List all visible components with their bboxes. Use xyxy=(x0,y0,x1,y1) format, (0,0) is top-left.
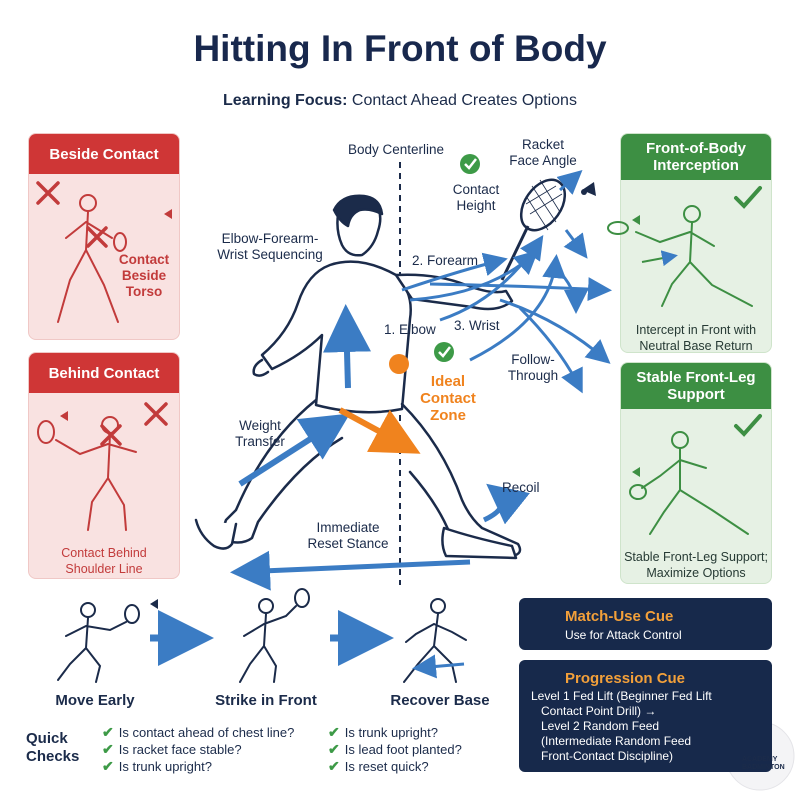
behind-contact-caption: Contact Behind Shoulder Line xyxy=(61,546,147,576)
check-icon: ✔ xyxy=(102,724,114,740)
beside-contact-figure xyxy=(57,194,127,323)
behind-contact-panel: Behind Contact Contact Behind Shoulder L… xyxy=(28,352,180,579)
motion-arrows xyxy=(401,170,612,394)
support-figure xyxy=(629,431,749,535)
check-icon: ✔ xyxy=(102,758,114,774)
check-icon: ✔ xyxy=(328,758,340,774)
sequencing-label: Elbow-Forearm-Wrist Sequencing xyxy=(217,231,323,262)
support-check-icon xyxy=(734,414,762,437)
strike-in-front-figure xyxy=(239,588,310,683)
contact-point-dot xyxy=(389,354,409,374)
follow-through-label: Follow-Through xyxy=(507,352,559,383)
forearm-label: 2. Forearm xyxy=(412,253,479,268)
recoil-arrow xyxy=(482,483,530,525)
reset-arrow xyxy=(230,550,471,591)
weight-transfer-arrow xyxy=(238,413,351,487)
step-recover-base: Recover Base xyxy=(390,692,490,709)
quick-check-item: ✔Is trunk upright? xyxy=(328,724,438,740)
match-use-cue-text: Use for Attack Control xyxy=(565,628,682,642)
wrist-label: 3. Wrist xyxy=(454,318,500,333)
match-use-cue-title: Match-Use Cue xyxy=(565,608,674,625)
subtitle-label: Learning Focus: xyxy=(223,92,348,109)
page-subtitle: Learning Focus: Contact Ahead Creates Op… xyxy=(0,92,800,110)
quick-check-item: ✔Is contact ahead of chest line? xyxy=(102,724,295,740)
contact-height-check-icon xyxy=(460,154,480,174)
shuttlecock-icon xyxy=(581,182,596,196)
quick-check-item: ✔Is trunk upright? xyxy=(102,758,212,774)
orange-force-arrow xyxy=(338,407,421,454)
check-icon: ✔ xyxy=(328,741,340,757)
intercept-caption: Intercept in Front with Neutral Base Ret… xyxy=(635,323,757,353)
behind-x-icon xyxy=(100,402,168,446)
beside-contact-panel: Beside Contact Contact Beside Torso xyxy=(28,133,180,340)
step-move-early: Move Early xyxy=(55,692,135,709)
subtitle-text: Contact Ahead Creates Options xyxy=(347,92,577,109)
support-caption: Stable Front-Leg Support; Maximize Optio… xyxy=(624,550,768,580)
ideal-zone-check-icon xyxy=(434,342,454,362)
shuttle-icon xyxy=(164,209,172,219)
beside-contact-caption: Contact Beside Torso xyxy=(118,252,170,299)
quick-check-item: ✔Is reset quick? xyxy=(328,758,429,774)
progression-cue-title: Progression Cue xyxy=(565,670,686,687)
quick-check-item: ✔Is lead foot planted? xyxy=(328,741,462,757)
check-icon: ✔ xyxy=(102,741,114,757)
intercept-figure xyxy=(607,205,753,307)
match-use-cue: Match-Use Cue Use for Attack Control xyxy=(519,598,772,650)
beside-contact-title: Beside Contact xyxy=(29,134,179,174)
behind-contact-title: Behind Contact xyxy=(29,353,179,393)
step-strike-in-front: Strike in Front xyxy=(215,692,317,709)
elbow-arrow xyxy=(323,304,371,389)
check-icon: ✔ xyxy=(328,724,340,740)
progression-cue-text: Level 1 Fed Lift (Beginner Fed Lift Cont… xyxy=(531,689,712,763)
elbow-label: 1. Elbow xyxy=(384,322,436,337)
centerline-label: Body Centerline xyxy=(348,142,445,157)
move-early-figure xyxy=(57,602,140,683)
progression-cue: Progression Cue Level 1 Fed Lift (Beginn… xyxy=(519,660,772,772)
beside-x-icon xyxy=(36,181,108,248)
page-title: Hitting In Front of Body xyxy=(193,28,607,69)
recover-base-figure xyxy=(403,598,467,683)
recoil-label: Recoil xyxy=(502,480,540,495)
intercept-check-icon xyxy=(734,186,762,209)
behind-contact-figure xyxy=(37,416,137,531)
quick-check-item: ✔Is racket face stable? xyxy=(102,741,242,757)
